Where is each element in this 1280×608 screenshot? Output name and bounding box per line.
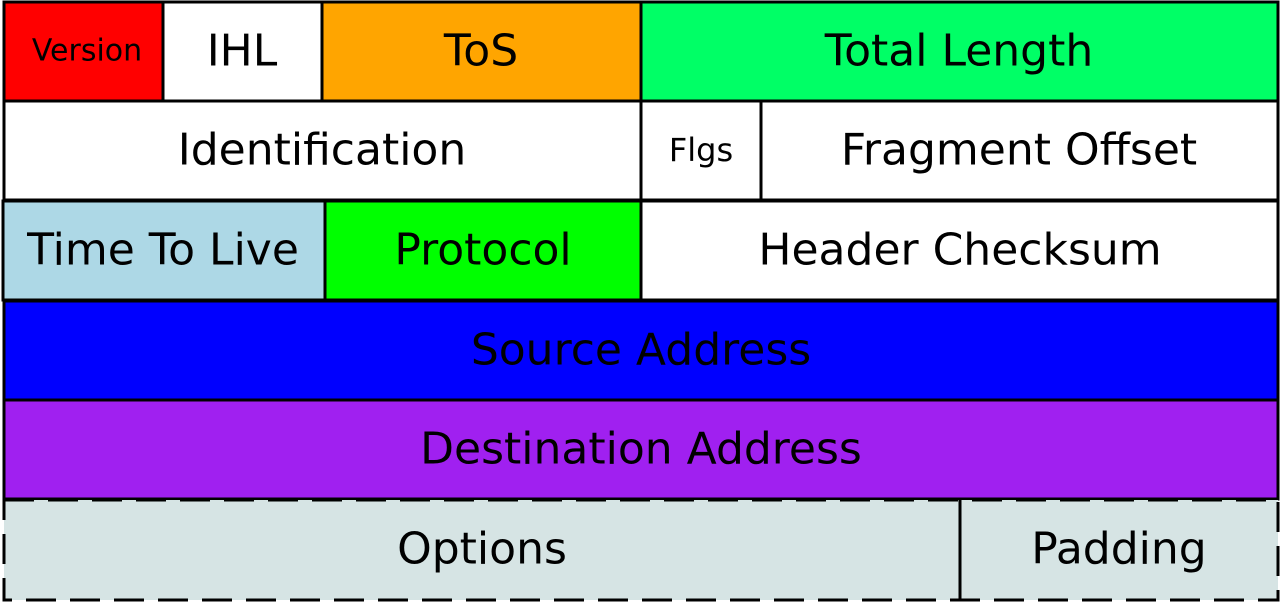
options-label: Options	[397, 524, 567, 575]
padding-field	[960, 500, 1278, 600]
options-row-border	[2, 498, 1280, 602]
padding-label: Padding	[1031, 524, 1206, 575]
row-6: Options Padding	[2, 498, 1280, 602]
total-length-field	[639, 0, 1280, 103]
protocol-label: Protocol	[394, 225, 571, 276]
tos-field	[320, 0, 643, 103]
header-checksum-label: Header Checksum	[758, 225, 1161, 276]
fragment-offset-label: Fragment Offset	[841, 125, 1197, 176]
version-label: Version	[32, 34, 142, 69]
ttl-field	[1, 199, 327, 302]
row-5: Destination Address	[2, 398, 1280, 501]
source-address-field	[2, 299, 1280, 402]
row-2: Identification Flgs Fragment Offset	[2, 99, 1280, 202]
header-checksum-field	[639, 199, 1280, 302]
ttl-label: Time To Live	[26, 225, 299, 276]
destination-address-label: Destination Address	[420, 424, 862, 475]
destination-address-field	[2, 398, 1280, 501]
flags-field	[639, 99, 763, 202]
total-length-label: Total Length	[824, 26, 1094, 77]
version-field	[2, 0, 165, 103]
row-4: Source Address	[2, 299, 1280, 402]
options-field	[4, 500, 960, 600]
ihl-field	[161, 0, 324, 103]
source-address-label: Source Address	[471, 325, 811, 376]
row-1: Version IHL ToS Total Length	[2, 0, 1280, 103]
flags-label: Flgs	[669, 131, 733, 169]
identification-label: Identification	[178, 125, 467, 176]
tos-label: ToS	[443, 26, 518, 77]
row-3: Time To Live Protocol Header Checksum	[1, 199, 1280, 302]
ihl-label: IHL	[207, 26, 278, 77]
